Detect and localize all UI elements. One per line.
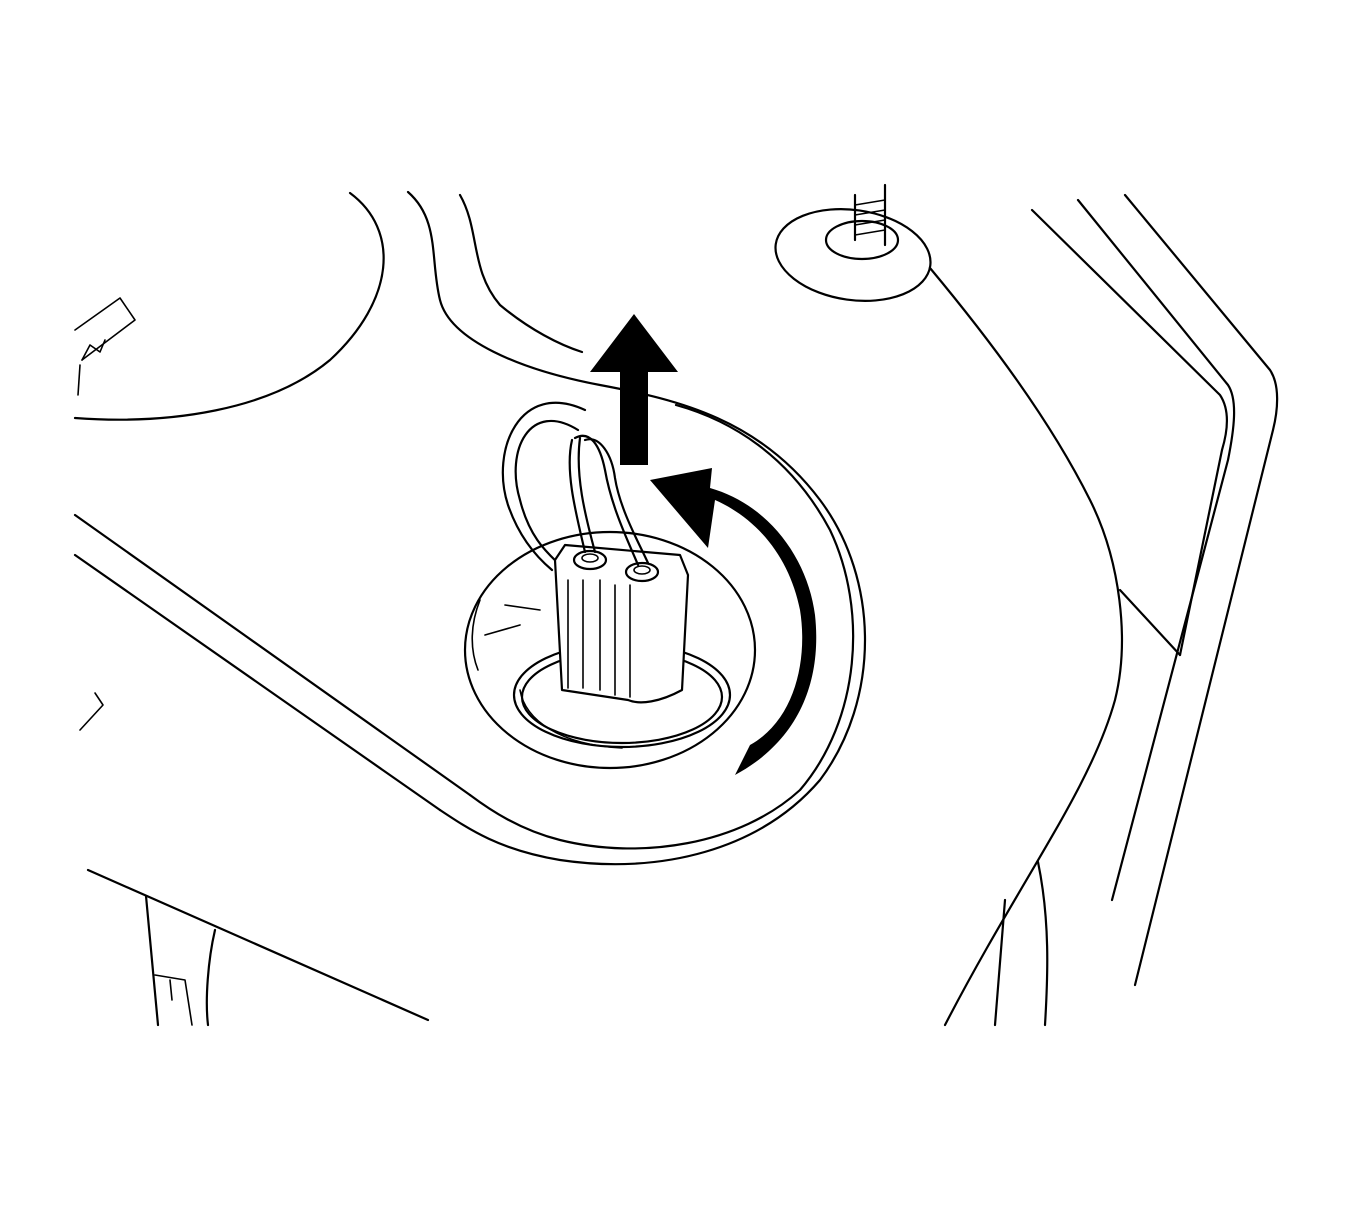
lower-panel-edges bbox=[73, 513, 472, 1022]
upper-left-housing bbox=[73, 191, 385, 421]
wire-loop bbox=[501, 401, 587, 572]
lower-left-bracket bbox=[144, 894, 217, 1027]
mounting-tab bbox=[406, 190, 867, 866]
mounting-stud bbox=[774, 183, 932, 302]
rotate-ccw-arrow-icon bbox=[650, 468, 817, 775]
socket-wires bbox=[568, 434, 650, 567]
bulb-socket bbox=[553, 543, 690, 704]
right-housing-edges bbox=[928, 193, 1279, 1027]
pull-out-arrow-icon bbox=[590, 314, 678, 465]
